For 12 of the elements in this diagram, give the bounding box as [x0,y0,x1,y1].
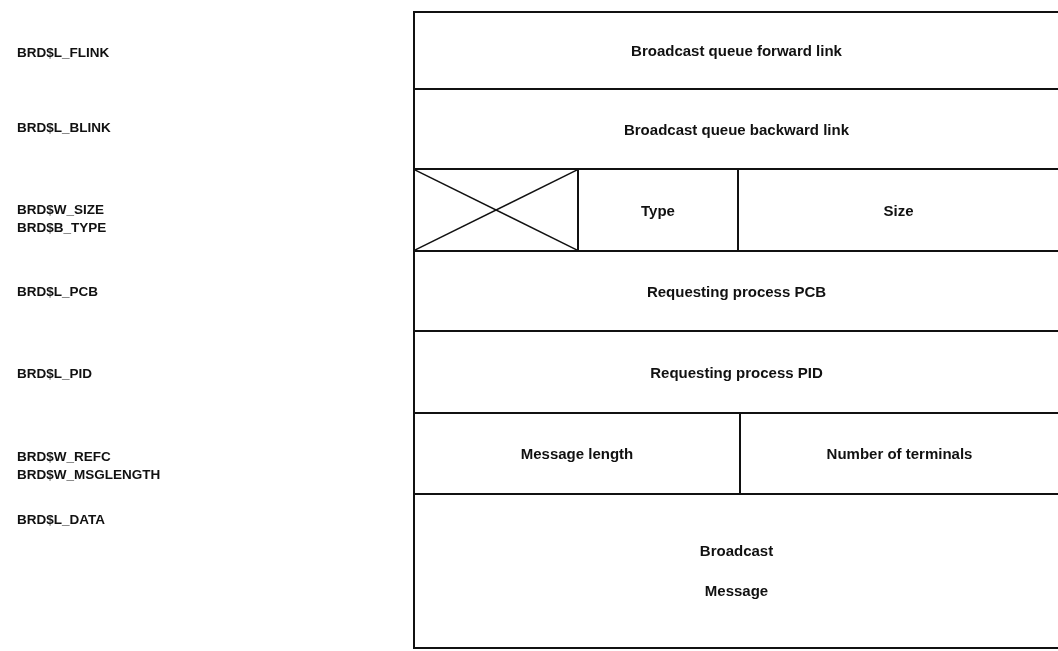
field-name: BRD$W_REFC [17,449,111,464]
field-name: BRD$L_PID [17,366,92,381]
field-name: BRD$L_BLINK [17,120,111,135]
field-name: BRD$W_SIZE [17,202,104,217]
field-name: BRD$W_MSGLENGTH [17,467,161,482]
field-box: Broadcast Message [413,493,1058,649]
unused-field-box [413,168,579,252]
field-name: BRD$L_PCB [17,284,98,299]
field-name: BRD$L_FLINK [17,45,110,60]
field-box: Broadcast queue forward link [413,11,1058,90]
field-name: BRD$L_DATA [17,512,105,527]
field-name: BRD$B_TYPE [17,220,107,235]
